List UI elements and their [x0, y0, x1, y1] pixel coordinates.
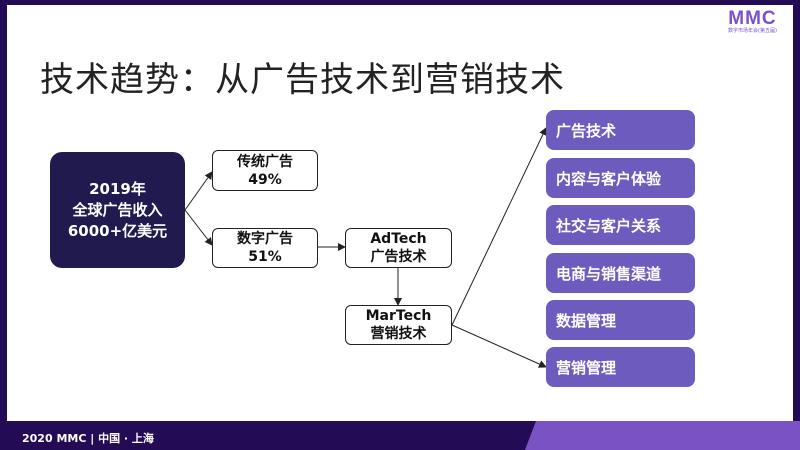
- martech-label: MarTech: [365, 308, 432, 324]
- traditional-label: 传统广告: [237, 153, 293, 170]
- martech-sub: 营销技术: [370, 326, 427, 342]
- adtech-sub: 广告技术: [370, 249, 427, 265]
- revenue-year: 2019年: [89, 179, 146, 198]
- category-box: 内容与客户体验: [546, 158, 695, 198]
- arrow-to-traditional: [184, 171, 213, 211]
- digital-share: 51%: [248, 249, 282, 265]
- category-box: 数据管理: [546, 300, 695, 340]
- arrow-to-digital: [184, 209, 213, 246]
- category-box: 社交与客户关系: [546, 205, 695, 245]
- adtech-box: AdTech 广告技术: [345, 228, 452, 268]
- slide-title: 技术趋势：从广告技术到营销技术: [40, 60, 565, 100]
- revenue-label: 全球广告收入: [72, 200, 163, 219]
- martech-box: MarTech 营销技术: [345, 305, 452, 345]
- logo-subtext: 数字市场年会(第五届): [728, 28, 777, 34]
- traditional-share: 49%: [248, 171, 282, 188]
- mmc-logo: MMC 数字市场年会(第五届): [728, 8, 777, 35]
- digital-ad-box: 数字广告 51%: [212, 228, 318, 268]
- footer-text: 2020 MMC | 中国 · 上海: [22, 432, 154, 445]
- arrow-to-bottom-category: [451, 324, 547, 368]
- logo-text: MMC: [728, 8, 777, 29]
- category-box: 营销管理: [546, 347, 695, 387]
- footer-accent: [525, 421, 800, 450]
- category-box: 广告技术: [546, 110, 695, 150]
- adtech-label: AdTech: [370, 231, 427, 247]
- global-ad-revenue-box: 2019年全球广告收入 6000+亿美元: [50, 152, 185, 268]
- revenue-value: 6000+亿美元: [67, 221, 168, 240]
- category-box: 电商与销售渠道: [546, 253, 695, 293]
- arrow-to-top-category: [451, 127, 547, 326]
- digital-label: 数字广告: [237, 231, 293, 247]
